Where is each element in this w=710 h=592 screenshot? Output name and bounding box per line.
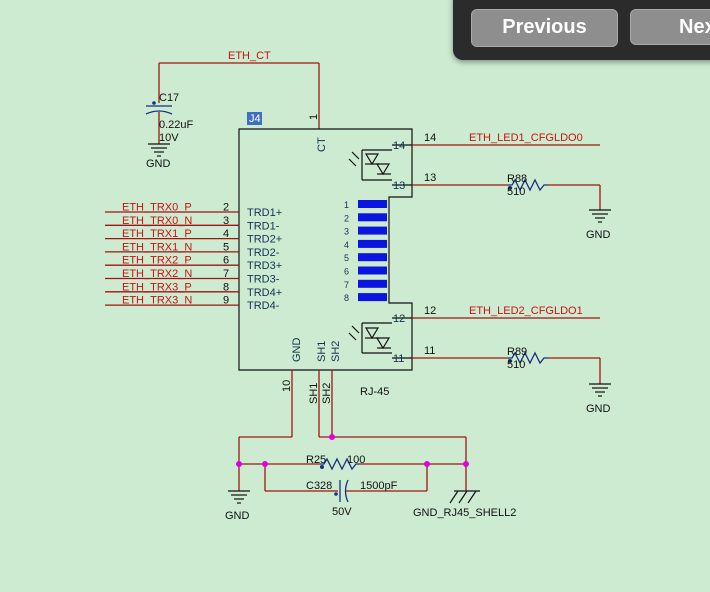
r89-gnd-label: GND xyxy=(586,403,611,415)
contact-pad-1 xyxy=(358,200,387,208)
chassis-ground-symbol xyxy=(449,490,480,504)
j4-ref: J4 xyxy=(249,113,261,125)
net-label-eth-trx2-n: ETH_TRX2_N xyxy=(122,268,192,280)
ct-pin-name: CT xyxy=(316,137,328,152)
net-label-eth-led1: ETH_LED1_CFGLDO0 xyxy=(469,132,583,144)
pin-number-4: 4 xyxy=(223,228,229,240)
pin-number-6: 6 xyxy=(223,255,229,267)
contact-pad-8 xyxy=(358,293,387,302)
net-label-eth-trx2-p: ETH_TRX2_P xyxy=(122,255,192,267)
pin-number-3: 3 xyxy=(223,215,229,227)
j4-body xyxy=(238,128,413,371)
contact-number-4: 4 xyxy=(344,240,349,250)
contact-pad-5 xyxy=(358,253,387,262)
contact-number-6: 6 xyxy=(344,267,349,277)
shell-gnd-label: GND_RJ45_SHELL2 xyxy=(413,507,516,519)
pin-name-8: TRD4+ xyxy=(247,287,282,299)
pin-name-2: TRD1+ xyxy=(247,207,282,219)
pin-name-5: TRD2- xyxy=(247,247,280,259)
sh2-pin-name: SH2 xyxy=(330,341,342,362)
net-label-eth-trx3-n: ETH_TRX3_N xyxy=(122,295,192,307)
led2-inner-k: 11 xyxy=(393,353,404,365)
c328-capacitor xyxy=(334,479,349,503)
r88-gnd-label: GND xyxy=(586,229,611,241)
sh1-pin-number: SH1 xyxy=(308,383,320,404)
r88-ref: R88 xyxy=(507,173,527,185)
c328-voltage: 50V xyxy=(332,506,352,518)
r89-ref: R89 xyxy=(507,346,527,358)
c328-value: 1500pF xyxy=(360,480,398,492)
led2-pin-k: 11 xyxy=(424,345,435,357)
rj45-contacts: 1 2 3 4 5 6 7 8 xyxy=(344,200,387,303)
net-label-eth-trx1-n: ETH_TRX1_N xyxy=(122,241,192,253)
j4-ref-badge xyxy=(247,112,262,125)
previous-button[interactable]: Previous xyxy=(471,9,618,47)
r25-value: 100 xyxy=(347,454,365,466)
contact-pad-7 xyxy=(358,279,387,288)
gnd-pin-name: GND xyxy=(291,338,303,363)
led2-inner-a: 12 xyxy=(393,313,405,325)
c17-gnd-label: GND xyxy=(146,158,171,170)
r25-ref: R25 xyxy=(306,454,326,466)
pin-number-9: 9 xyxy=(223,295,229,307)
c17-ref: C17 xyxy=(159,92,179,104)
net-label-eth-led2: ETH_LED2_CFGLDO1 xyxy=(469,305,583,317)
net-label-eth-trx0-p: ETH_TRX0_P xyxy=(122,202,192,214)
contact-number-2: 2 xyxy=(344,213,349,223)
pin-name-9: TRD4- xyxy=(247,300,280,312)
pin-number-7: 7 xyxy=(223,268,229,280)
contact-number-1: 1 xyxy=(344,200,349,210)
junction-dots xyxy=(236,434,469,467)
r89-gnd-symbol xyxy=(589,383,611,397)
c17-value: 0.22uF xyxy=(159,119,194,131)
led1-inner-k: 13 xyxy=(393,180,405,192)
net-label-eth-trx1-p: ETH_TRX1_P xyxy=(122,228,192,240)
pin-name-4: TRD2+ xyxy=(247,234,282,246)
navigation-toolbar: Previous Nex xyxy=(453,0,710,60)
net-label-eth-trx3-p: ETH_TRX3_P xyxy=(122,281,192,293)
led2-pin-a: 12 xyxy=(424,305,436,317)
r88-gnd-symbol xyxy=(589,209,611,223)
ct-pin-number: 1 xyxy=(308,114,320,120)
sh2-pin-number: SH2 xyxy=(321,383,333,404)
pin-name-6: TRD3+ xyxy=(247,260,282,272)
gnd-label: GND xyxy=(225,510,250,522)
j4-value: RJ-45 xyxy=(360,386,389,398)
led1-inner-a: 14 xyxy=(393,140,405,152)
contact-number-8: 8 xyxy=(344,293,349,303)
pin-name-3: TRD1- xyxy=(247,220,280,232)
r89-value: 510 xyxy=(507,359,525,371)
r25-resistor xyxy=(320,457,360,471)
contact-number-7: 7 xyxy=(344,280,349,290)
net-label-eth-trx0-n: ETH_TRX0_N xyxy=(122,215,192,227)
sh1-pin-name: SH1 xyxy=(316,341,328,362)
led1-pin-a: 14 xyxy=(424,132,436,144)
led2-symbol xyxy=(348,322,392,354)
contact-number-3: 3 xyxy=(344,227,349,237)
pin-number-2: 2 xyxy=(223,202,229,214)
gnd-pin-number: 10 xyxy=(281,380,293,392)
c17-capacitor xyxy=(145,62,320,157)
gnd-symbol xyxy=(228,490,250,504)
pin-name-7: TRD3- xyxy=(247,274,280,286)
contact-number-5: 5 xyxy=(344,253,349,263)
r88-resistor xyxy=(508,178,548,192)
led1-pin-k: 13 xyxy=(424,172,436,184)
next-button[interactable]: Nex xyxy=(630,9,710,45)
contact-pad-2 xyxy=(358,213,387,222)
c17-voltage: 10V xyxy=(159,132,179,144)
pin-number-8: 8 xyxy=(223,281,229,293)
j4-left-pins: ETH_TRX0_P 2 TRD1+ ETH_TRX0_N 3 TRD1- ETH_TRX1… xyxy=(105,202,282,312)
c328-ref: C328 xyxy=(306,480,332,492)
contact-pad-3 xyxy=(358,226,387,235)
r89-resistor xyxy=(508,351,548,365)
led1-symbol xyxy=(348,149,392,181)
pin-number-5: 5 xyxy=(223,241,229,253)
r88-value: 510 xyxy=(507,186,525,198)
net-label-eth-ct: ETH_CT xyxy=(228,50,271,62)
contact-pad-4 xyxy=(358,239,387,248)
contact-pad-6 xyxy=(358,266,387,275)
